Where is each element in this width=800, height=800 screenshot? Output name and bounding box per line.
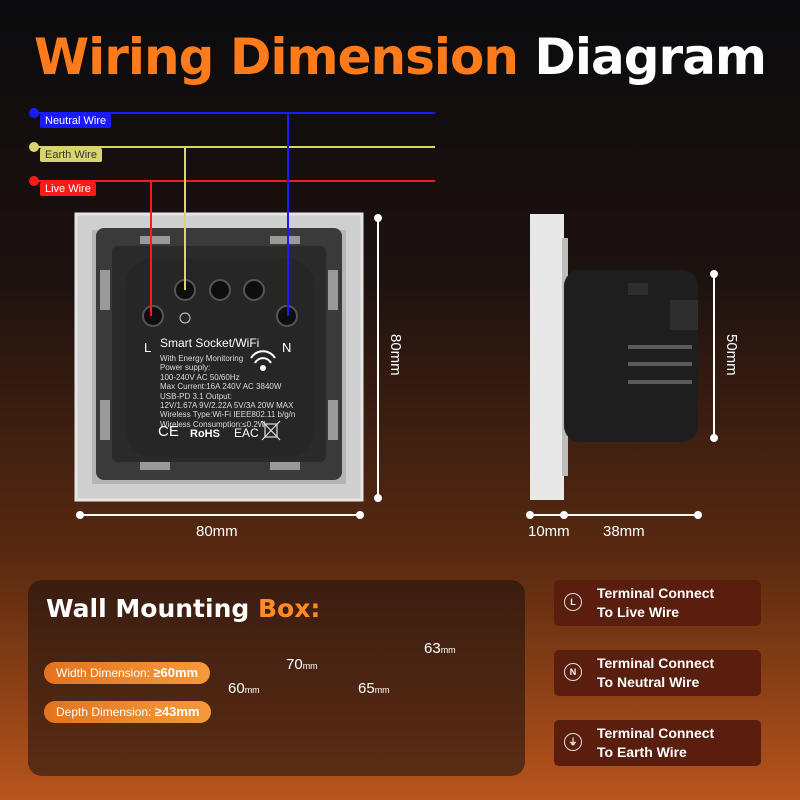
spec-line: 12V/1.67A 9V/2.22A 5V/3A 20W MAX	[160, 401, 294, 411]
spec-line: Power supply:	[160, 363, 211, 373]
ce-mark: CE	[158, 423, 179, 440]
terminal-line-1: Terminal Connect	[597, 585, 715, 601]
front-height-label: 80mm	[387, 334, 404, 376]
earth-wire-label: Earth Wire	[40, 148, 102, 162]
front-width-label: 80mm	[196, 523, 238, 540]
socket-name: Smart Socket/WiFi	[160, 336, 260, 350]
terminal-live-card: L Terminal Connect To Live Wire	[554, 580, 761, 626]
side-body	[564, 270, 698, 442]
box2-height-label: 65mm	[358, 680, 390, 697]
width-dimension-label: Width Dimension:	[56, 666, 151, 680]
terminal-n-mark: N	[282, 340, 292, 355]
earth-terminal-icon: ⏚	[564, 733, 582, 751]
box1-height-label: 60mm	[228, 680, 260, 697]
side-plate-depth-label: 10mm	[528, 523, 570, 540]
side-plate	[530, 214, 564, 500]
terminal-line-2: To Earth Wire	[597, 744, 687, 760]
spec-line: 100-240V AC 50/60Hz	[160, 372, 240, 382]
width-dimension-value: ≥60mm	[153, 665, 199, 680]
depth-dimension-pill: Depth Dimension: ≥43mm	[44, 701, 212, 723]
socket-module	[125, 258, 315, 458]
terminal-line-2: To Neutral Wire	[597, 674, 700, 690]
spec-line: Wireless Type:Wi-Fi IEEE802.11 b/g/n	[160, 410, 296, 420]
terminal-neutral-card: N Terminal Connect To Neutral Wire	[554, 650, 761, 696]
wall-box-title: Wall Mounting Box:	[46, 594, 320, 623]
weee-bin-icon	[261, 420, 281, 441]
depth-dimension-label: Depth Dimension:	[56, 705, 152, 719]
terminal-screw-extra2	[243, 279, 265, 301]
spec-line: Max Current:16A 240V AC 3840W	[160, 382, 282, 392]
depth-dimension-value: ≥43mm	[154, 704, 200, 719]
live-terminal-icon: L	[564, 593, 582, 611]
terminal-screw-extra1	[209, 279, 231, 301]
wifi-icon	[250, 350, 276, 371]
title-part-2: Diagram	[534, 28, 767, 86]
rohs-mark: RoHS	[190, 428, 220, 440]
page-title: Wiring Dimension Diagram	[0, 28, 800, 86]
spec-line: USB-PD 3.1 Output:	[160, 391, 233, 401]
terminal-l-mark: L	[144, 340, 152, 355]
neutral-terminal-icon: N	[564, 663, 582, 681]
width-dimension-pill: Width Dimension: ≥60mm	[44, 662, 211, 684]
box2-width-label: 63mm	[424, 640, 456, 657]
eac-mark: EAC	[234, 426, 259, 440]
live-wire-label: Live Wire	[40, 182, 96, 196]
wall-box-panel: Wall Mounting Box: Width Dimension: ≥60m…	[28, 580, 525, 776]
terminal-line-2: To Live Wire	[597, 604, 680, 620]
spec-line: With Energy Monitoring	[160, 354, 244, 363]
wall-box-title-2: Box:	[257, 594, 321, 623]
side-body-depth-label: 38mm	[603, 523, 645, 540]
terminal-line-1: Terminal Connect	[597, 725, 715, 741]
frame-slots	[100, 236, 338, 470]
neutral-wire-label: Neutral Wire	[40, 114, 112, 128]
spec-line: Wireless Consumption:≤0.2W	[160, 419, 266, 429]
terminal-screw-live	[142, 305, 164, 327]
side-height-label: 50mm	[723, 334, 740, 376]
terminal-line-1: Terminal Connect	[597, 655, 715, 671]
wall-box-title-1: Wall Mounting	[46, 594, 250, 623]
earth-symbol-icon	[179, 312, 191, 324]
title-part-1: Wiring Dimension	[33, 28, 519, 86]
terminal-earth-card: ⏚ Terminal Connect To Earth Wire	[554, 720, 761, 766]
box1-width-label: 70mm	[286, 656, 318, 673]
socket-spec-list: With Energy Monitoring Power supply: 100…	[160, 354, 295, 429]
